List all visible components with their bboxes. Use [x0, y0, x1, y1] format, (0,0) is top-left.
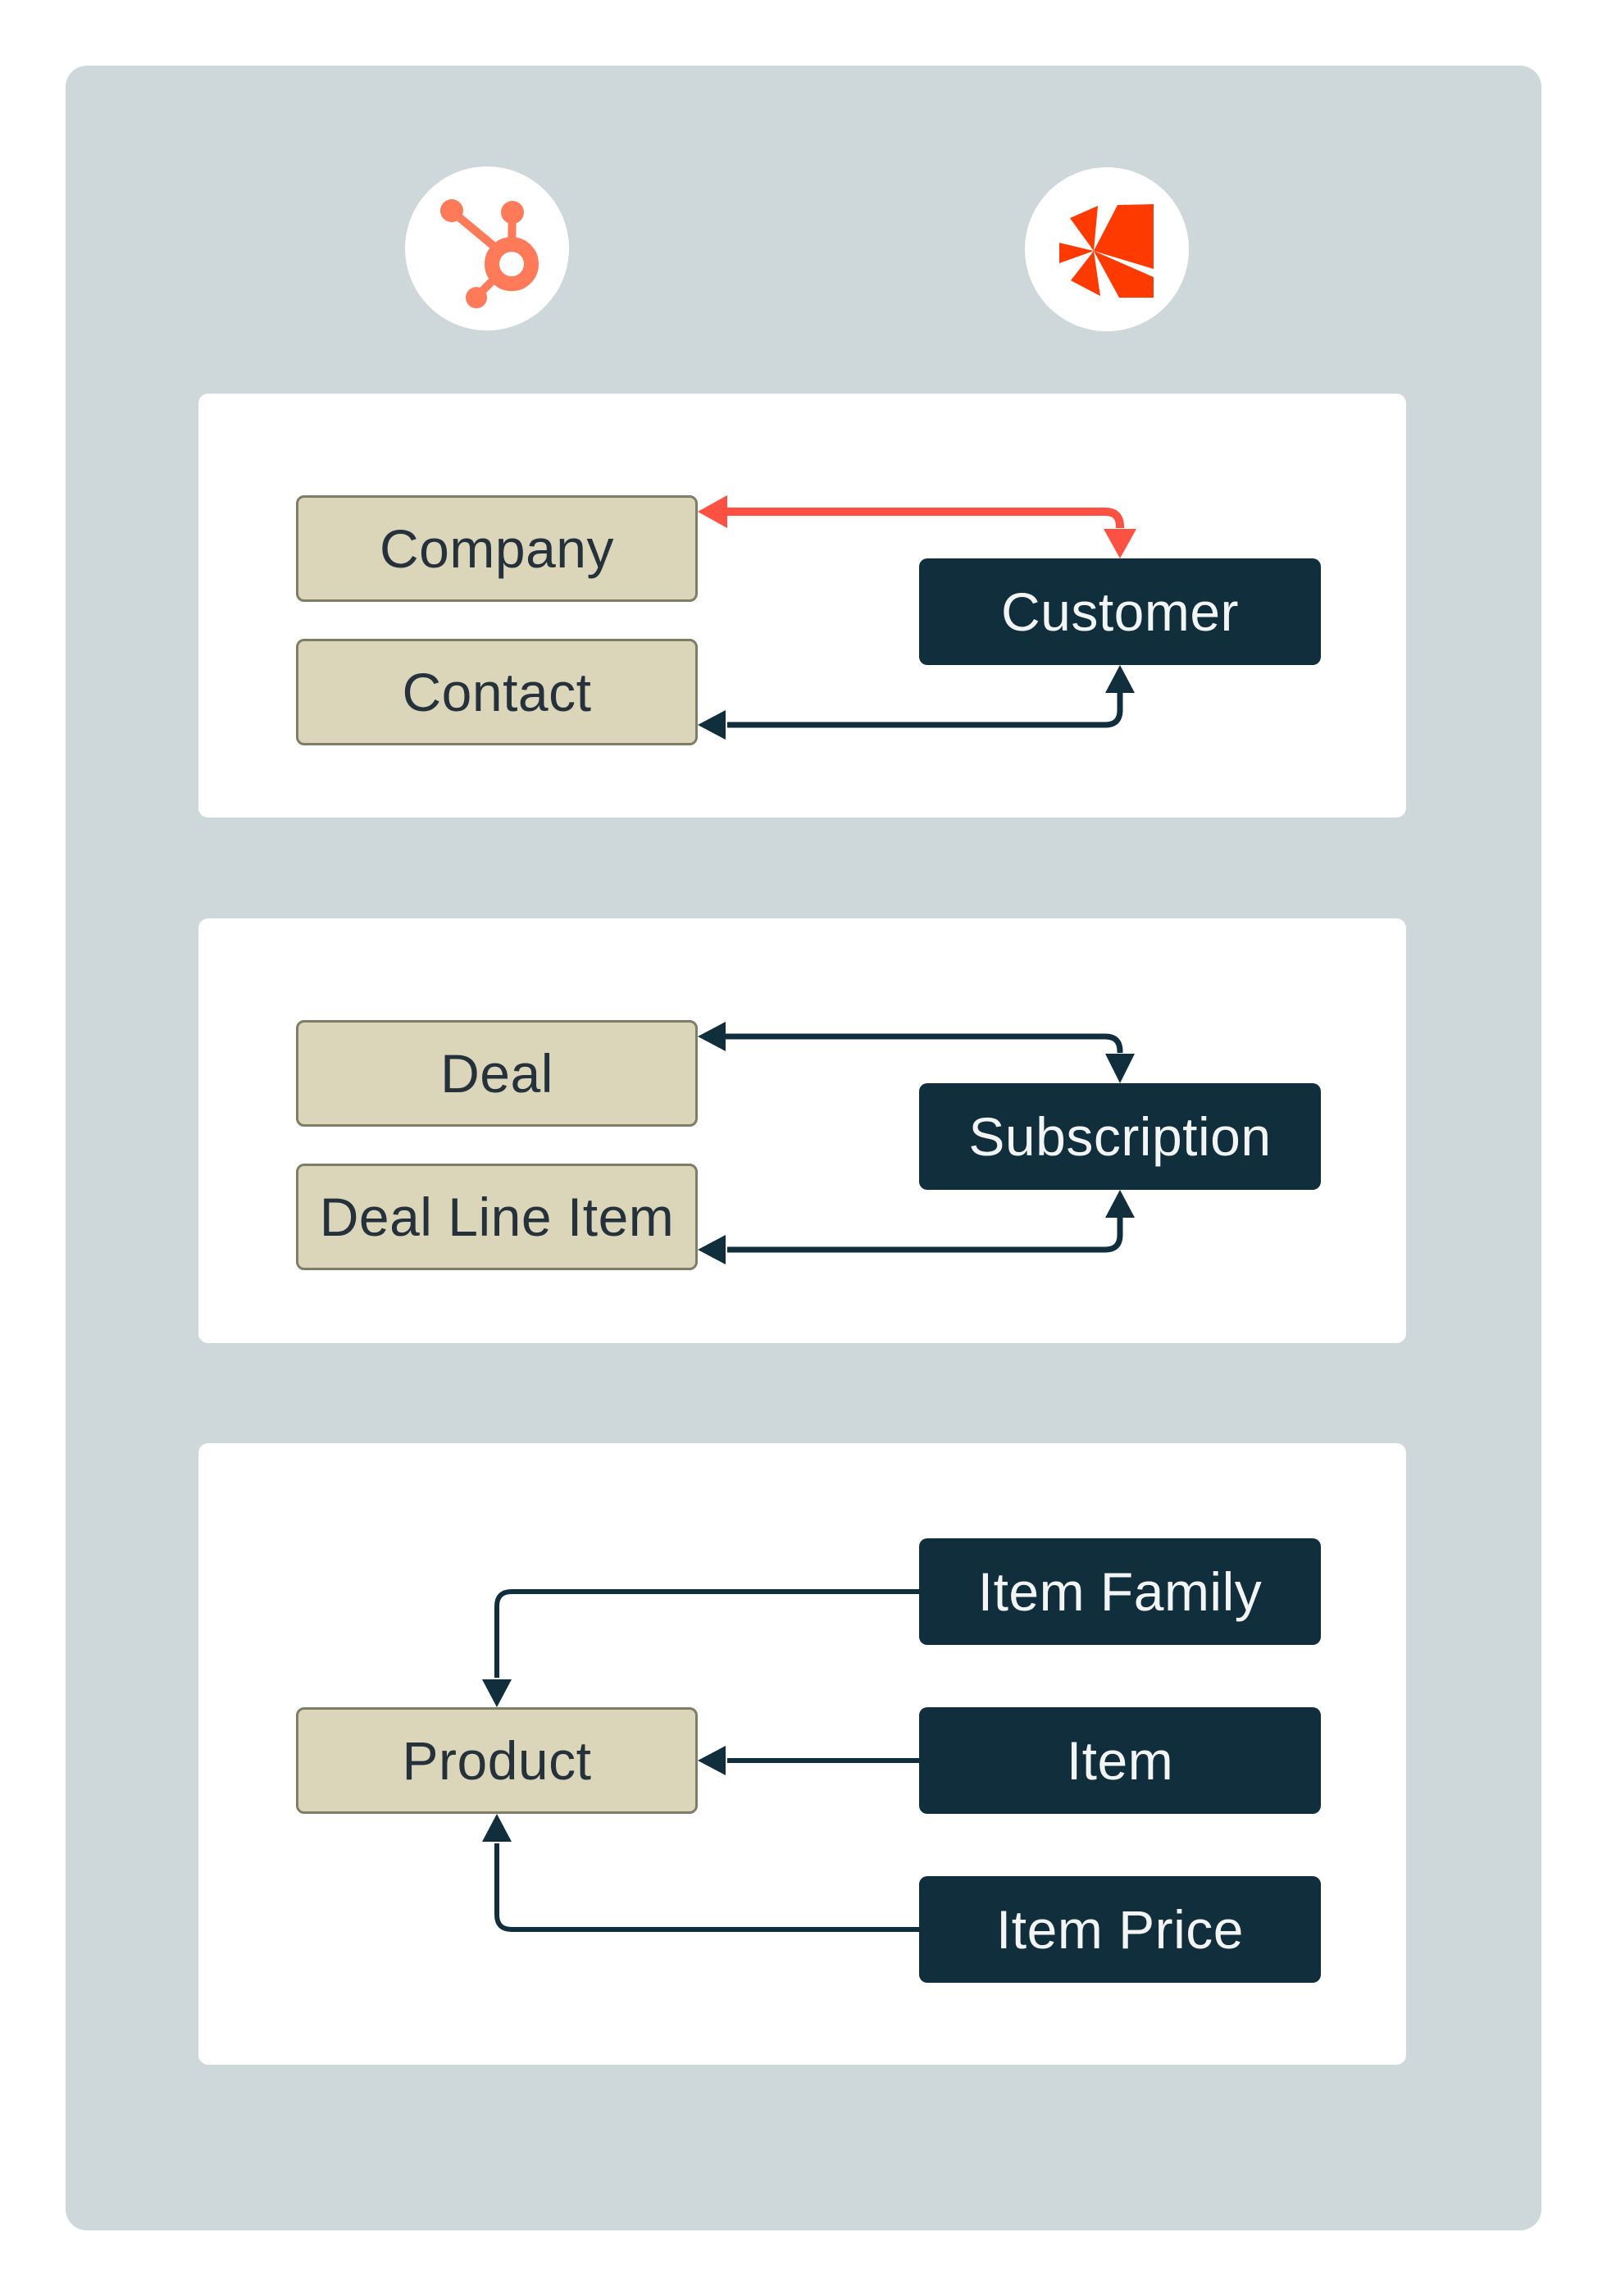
node-product: Product [296, 1707, 698, 1814]
arrowhead-into-deal [698, 1022, 726, 1051]
arrowhead-into-customer-top [1104, 529, 1136, 558]
node-item-price: Item Price [919, 1876, 1321, 1983]
hubspot-sprocket-icon [440, 199, 539, 308]
node-contact-label: Contact [402, 662, 592, 722]
subscription-deal-arrow [724, 1033, 1123, 1053]
customer-contact-arrow [727, 691, 1123, 728]
connector-arrows-panel-3 [482, 1589, 919, 1932]
diagram-board: Company Contact Customer Deal [66, 66, 1541, 2230]
chargebee-pinwheel-icon [1059, 204, 1154, 298]
item-family-product-arrow [494, 1589, 919, 1678]
node-contact: Contact [296, 639, 698, 745]
node-item-price-label: Item Price [995, 1899, 1245, 1960]
node-item-label: Item [1066, 1730, 1174, 1791]
panel-companies-contacts: Company Contact Customer [198, 394, 1406, 818]
arrowhead-into-product-top [482, 1679, 512, 1707]
arrowhead-into-subscription-top [1105, 1054, 1135, 1083]
node-subscription-label: Subscription [968, 1106, 1272, 1167]
node-customer-label: Customer [1000, 581, 1240, 642]
hubspot-logo [405, 166, 569, 330]
node-item-family: Item Family [919, 1538, 1321, 1645]
company-customer-arrow [726, 508, 1124, 528]
arrowhead-into-deal-line-item [698, 1235, 726, 1264]
node-company-label: Company [380, 518, 614, 579]
node-deal-line-item: Deal Line Item [296, 1164, 698, 1270]
item-price-product-arrow [494, 1843, 919, 1932]
subscription-deal-line-item-arrow [727, 1216, 1123, 1253]
chargebee-logo [1025, 167, 1189, 331]
arrowhead-into-product-bottom [482, 1814, 512, 1842]
node-customer: Customer [919, 558, 1321, 665]
node-item-family-label: Item Family [977, 1561, 1263, 1622]
node-deal-line-item-label: Deal Line Item [319, 1187, 675, 1247]
arrowhead-into-customer-bottom [1105, 665, 1135, 693]
node-item: Item [919, 1707, 1321, 1814]
node-deal-label: Deal [440, 1043, 553, 1104]
node-subscription: Subscription [919, 1083, 1321, 1190]
arrowhead-into-contact [698, 710, 726, 740]
panel-products-items: Product Item Family Item Item Price [198, 1443, 1406, 2065]
panel-deals-subscriptions: Deal Deal Line Item Subscription [198, 918, 1406, 1343]
arrowhead-into-product-right [698, 1746, 726, 1775]
node-company: Company [296, 495, 698, 602]
node-product-label: Product [402, 1730, 592, 1791]
node-deal: Deal [296, 1020, 698, 1127]
connector-arrows-panel-1 [698, 495, 1136, 740]
arrowhead-into-subscription-bottom [1105, 1190, 1135, 1218]
arrowhead-into-company [698, 495, 727, 528]
connector-arrows-panel-2 [698, 1022, 1135, 1264]
